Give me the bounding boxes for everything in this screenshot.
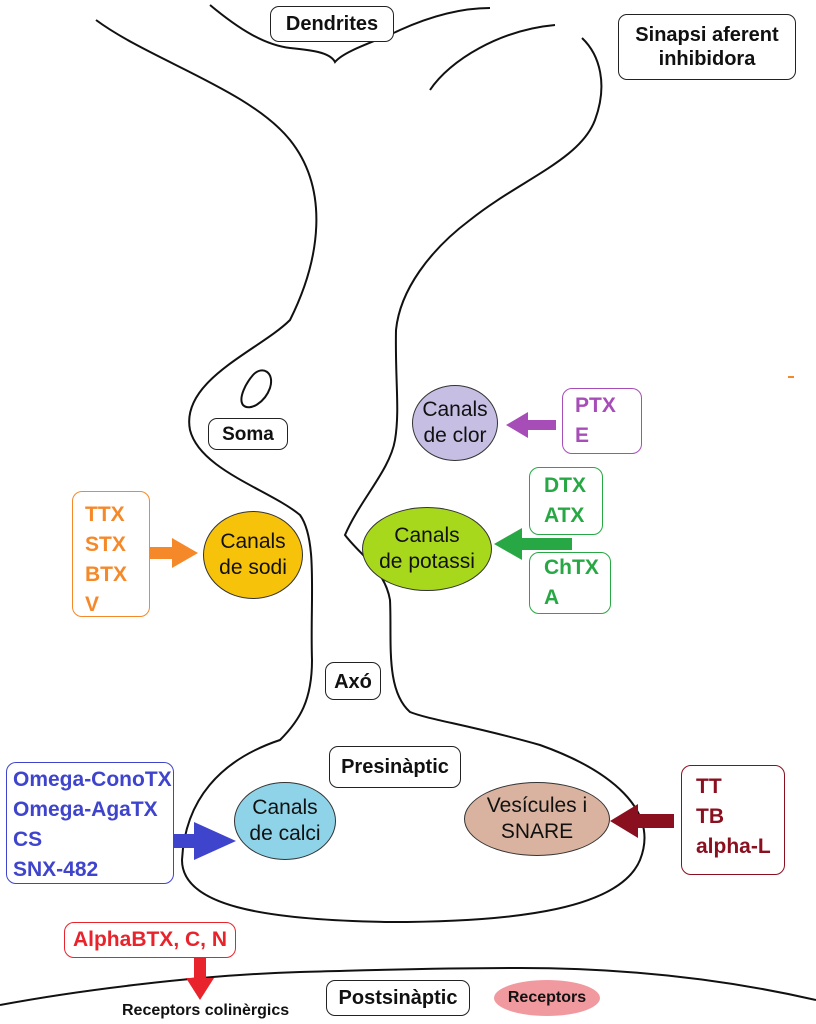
toxins-clor-box: PTX E	[562, 388, 642, 454]
toxin-stx: STX	[85, 533, 126, 556]
arrow-colinergics	[186, 958, 214, 1000]
toxin-ttx: TTX	[85, 503, 125, 526]
toxins-calci-box: Omega-ConoTX Omega-AgaTX CS SNX-482	[6, 762, 174, 884]
neuron-left-membrane	[95, 19, 646, 924]
axo-label: Axó	[325, 662, 381, 700]
toxin-alpha-l: alpha-L	[696, 835, 771, 858]
toxins-potassi-a-box: DTX ATX	[529, 467, 603, 535]
canals-calci: Canals de calci	[234, 782, 336, 860]
toxin-e: E	[575, 424, 590, 447]
postsynaptic-membrane	[0, 966, 816, 1006]
arrow-clor	[506, 412, 556, 438]
toxin-cs: CS	[13, 828, 43, 851]
toxins-potassi-b-box: ChTX A	[529, 552, 611, 614]
toxin-v: V	[85, 593, 100, 616]
presinaptic-label: Presinàptic	[329, 746, 461, 788]
receptors-colinergics-label: Receptors colinèrgics	[122, 1002, 290, 1019]
soma-nucleus	[240, 369, 273, 409]
toxin-ptx: PTX	[575, 394, 616, 417]
toxin-omega-agatx: Omega-AgaTX	[13, 798, 158, 821]
vesicules-snare: Vesícules i SNARE	[464, 782, 610, 856]
dendrite-branch-right	[429, 24, 556, 91]
toxin-atx: ATX	[544, 504, 585, 527]
canals-potassi: Canals de potassi	[362, 507, 492, 591]
toxin-chtx: ChTX	[544, 556, 599, 579]
arrow-potassi	[494, 528, 572, 560]
sinapsi-aferent-label: Sinapsi aferent inhibidora	[618, 14, 796, 80]
toxin-snx-482: SNX-482	[13, 858, 99, 881]
canals-clor: Canals de clor	[412, 385, 498, 461]
toxin-dtx: DTX	[544, 474, 586, 497]
toxins-sodi-box: TTX STX BTX V	[72, 491, 150, 617]
toxin-omega-conotx: Omega-ConoTX	[13, 768, 172, 791]
arrow-vesicules	[610, 804, 674, 838]
arrow-sodi	[148, 538, 198, 568]
toxin-tb: TB	[696, 805, 724, 828]
toxin-tt: TT	[696, 775, 722, 798]
dendrites-label: Dendrites	[270, 6, 394, 42]
postsinaptic-label: Postsinàptic	[326, 980, 470, 1016]
toxins-colinergics-box: AlphaBTX, C, N	[64, 922, 236, 958]
canals-sodi: Canals de sodi	[203, 511, 303, 599]
toxin-a: A	[544, 586, 560, 609]
dendrite-branch-left	[209, 4, 491, 64]
soma-label: Soma	[208, 418, 288, 450]
toxins-vesicules-box: TT TB alpha-L	[681, 765, 785, 875]
toxin-btx: BTX	[85, 563, 127, 586]
receptors-ellipse: Receptors	[494, 980, 600, 1016]
